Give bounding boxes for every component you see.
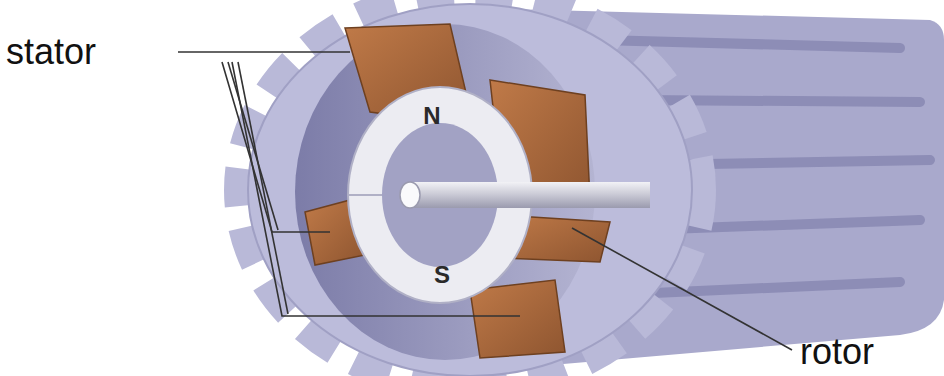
part-label: rotor — [800, 334, 874, 370]
housing-face — [248, 4, 692, 376]
magnet-pole: N — [423, 104, 440, 128]
shaft-end — [400, 182, 420, 208]
rotor-shaft — [410, 182, 650, 208]
magnet-pole: S — [434, 263, 450, 287]
part-label: stator — [6, 34, 96, 70]
leader-lines — [178, 52, 792, 350]
housing-fins — [238, 0, 702, 376]
